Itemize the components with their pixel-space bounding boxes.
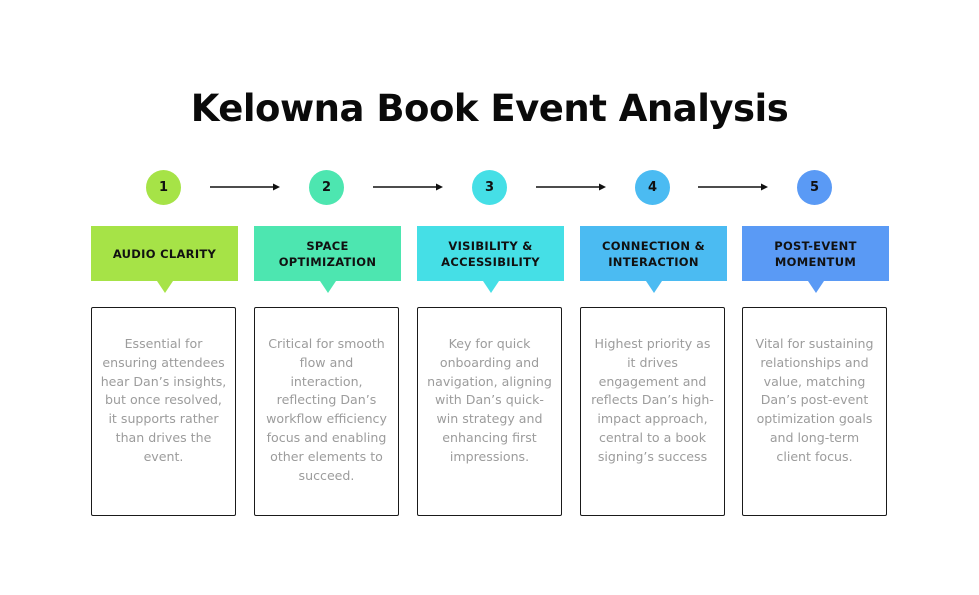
step-1-description: Essential for ensuring attendees hear Da… bbox=[91, 307, 236, 516]
step-5-description: Vital for sustaining relationships and v… bbox=[742, 307, 887, 516]
step-1-pointer bbox=[156, 281, 173, 293]
step-5-label-box: POST-EVENT MOMENTUM bbox=[742, 226, 889, 293]
step-3-number: 3 bbox=[472, 170, 507, 205]
step-1-label-box: AUDIO CLARITY bbox=[91, 226, 238, 293]
step-2-number: 2 bbox=[309, 170, 344, 205]
step-3-label: VISIBILITY & ACCESSIBILITY bbox=[441, 238, 540, 269]
step-4-label-box: CONNECTION & INTERACTION bbox=[580, 226, 727, 293]
arrow-right-icon bbox=[210, 183, 280, 191]
page-title: Kelowna Book Event Analysis bbox=[190, 87, 789, 130]
step-5-number: 5 bbox=[797, 170, 832, 205]
step-1-label: AUDIO CLARITY bbox=[112, 246, 217, 261]
step-2-description: Critical for smooth flow and interaction… bbox=[254, 307, 399, 516]
step-3-label-box: VISIBILITY & ACCESSIBILITY bbox=[417, 226, 564, 293]
arrow-right-icon bbox=[373, 183, 443, 191]
step-2-label-box: SPACE OPTIMIZATION bbox=[254, 226, 401, 293]
step-4-label: CONNECTION & INTERACTION bbox=[602, 238, 705, 269]
arrow-right-icon bbox=[698, 183, 768, 191]
step-4-number: 4 bbox=[635, 170, 670, 205]
step-2-pointer bbox=[319, 281, 336, 293]
step-3-pointer bbox=[482, 281, 499, 293]
step-5-pointer bbox=[807, 281, 824, 293]
step-3-description: Key for quick onboarding and navigation,… bbox=[417, 307, 562, 516]
step-2-label: SPACE OPTIMIZATION bbox=[278, 238, 377, 269]
step-1-number: 1 bbox=[146, 170, 181, 205]
step-4-description: Highest priority as it drives engagement… bbox=[580, 307, 725, 516]
step-5-label: POST-EVENT MOMENTUM bbox=[774, 238, 857, 269]
arrow-right-icon bbox=[536, 183, 606, 191]
step-4-pointer bbox=[645, 281, 662, 293]
